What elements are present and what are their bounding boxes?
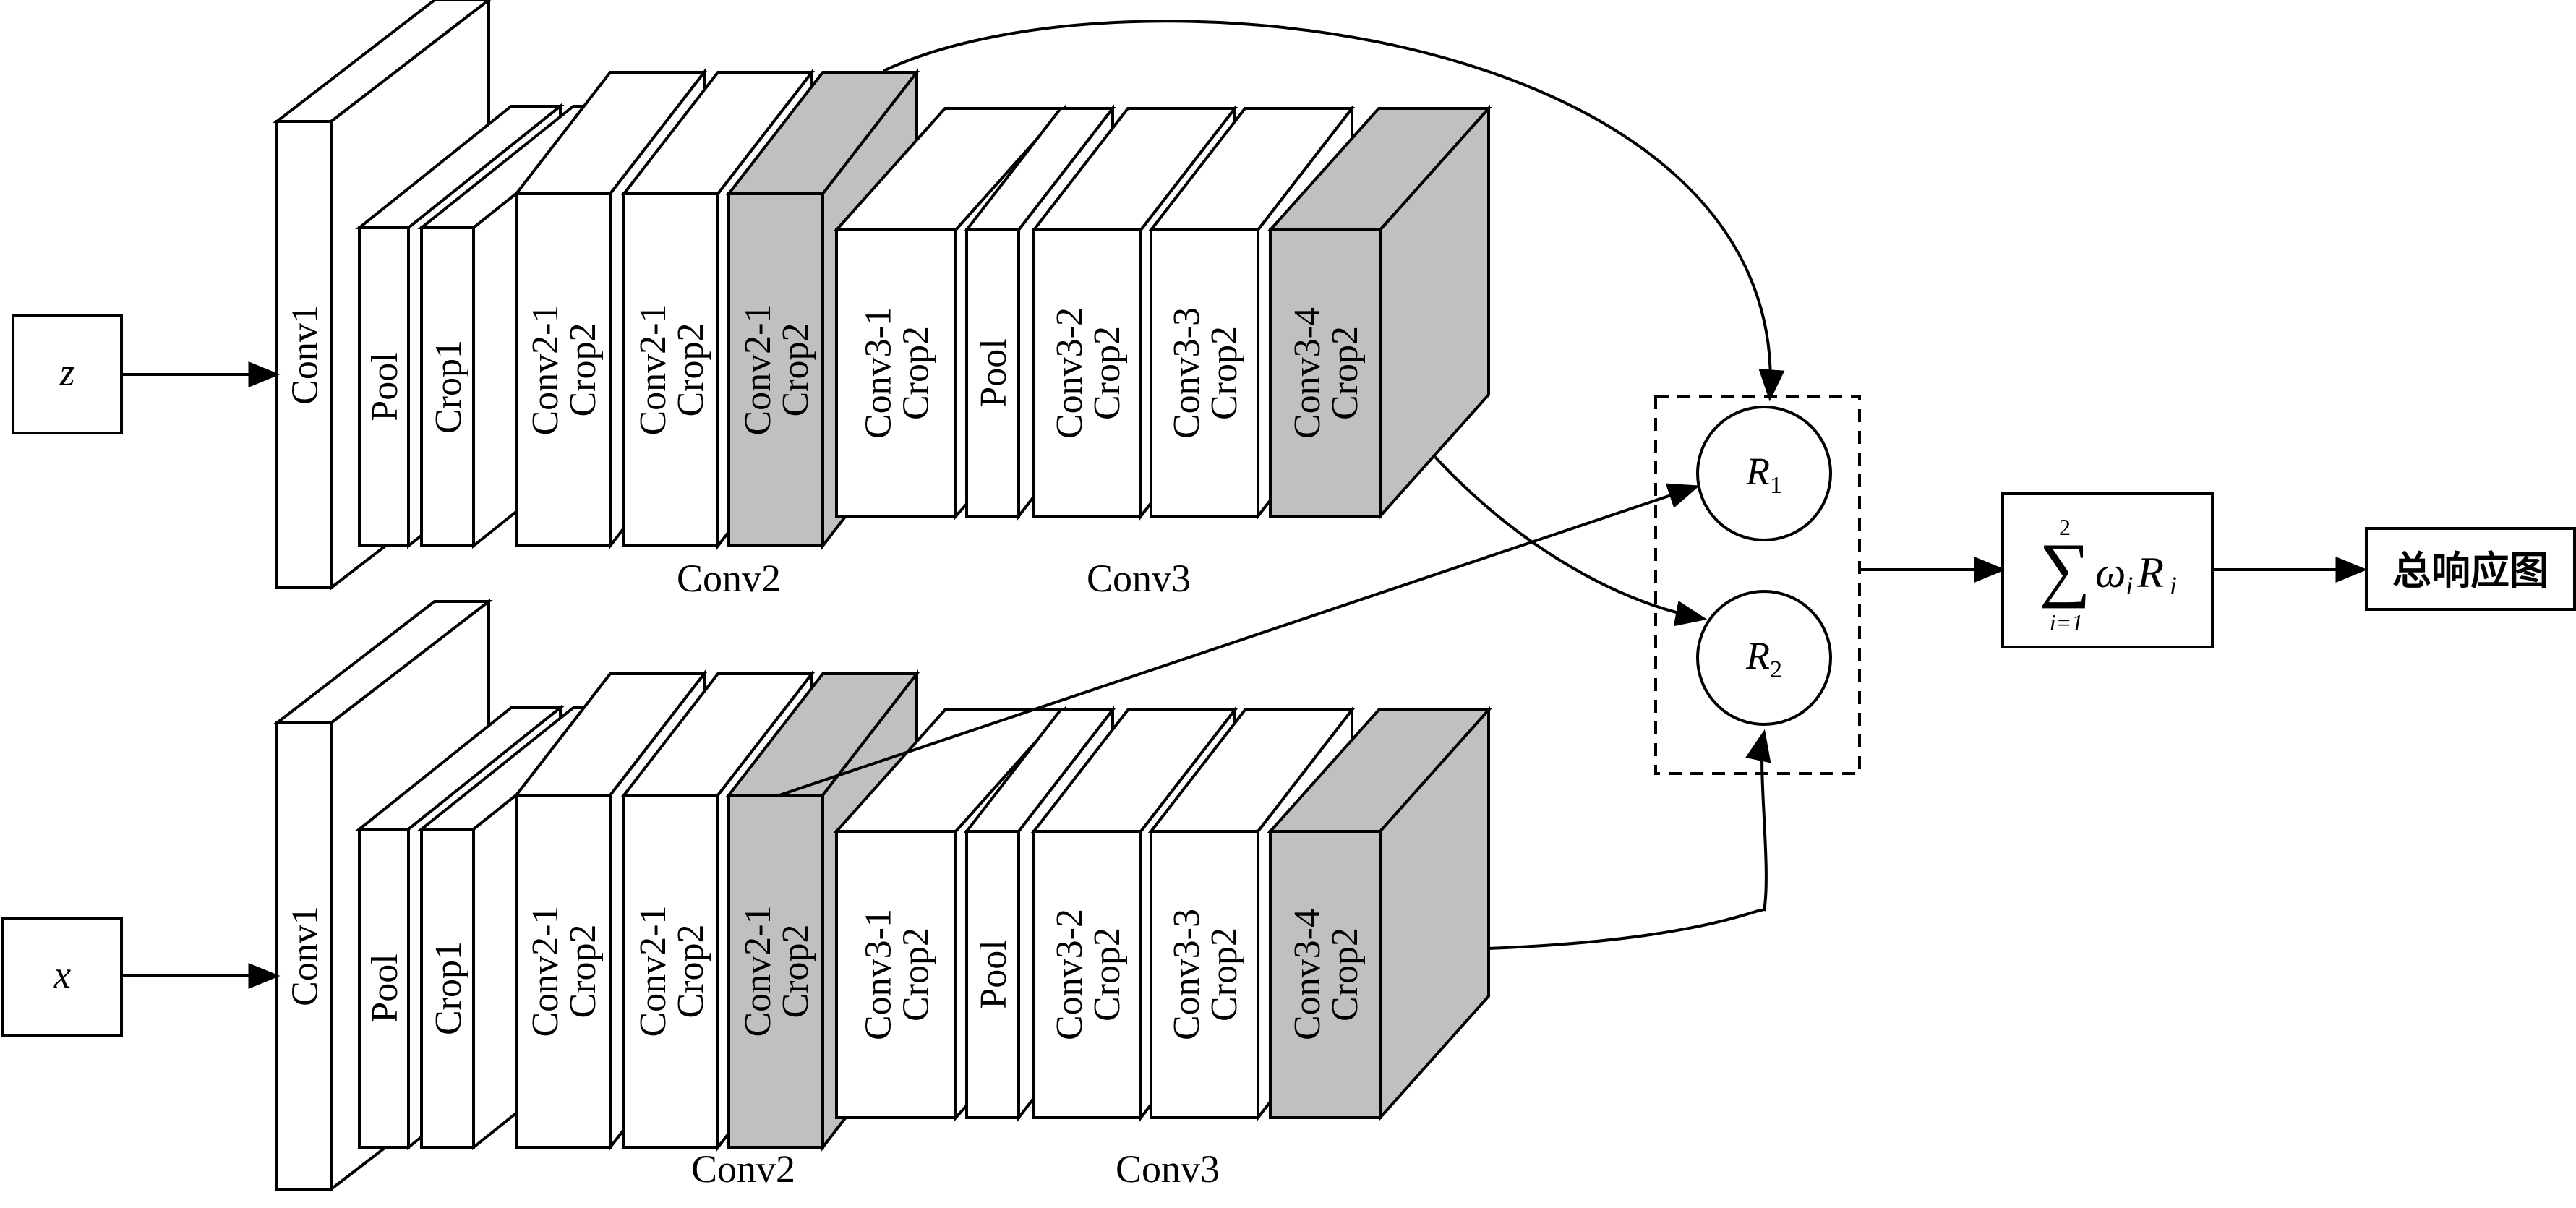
stage-label: Conv3 xyxy=(1087,557,1191,600)
svg-text:R1: R1 xyxy=(1745,450,1782,499)
layer-label: Conv1 xyxy=(285,906,326,1006)
layer-label-line: Conv1 xyxy=(285,906,326,1006)
layer-label: Conv2-1Crop2 xyxy=(525,304,604,436)
layer-label-line: Crop1 xyxy=(428,941,469,1035)
stage-label: Conv2 xyxy=(677,557,781,600)
output-box: 总响应图 xyxy=(2365,527,2576,611)
layer-label-line: Crop2 xyxy=(1325,928,1366,1021)
layer-label-line: Conv3-1 xyxy=(858,307,899,439)
layer-label: Conv2-1Crop2 xyxy=(633,906,711,1037)
layer-label-line: Conv3-4 xyxy=(1287,307,1328,439)
layer-label: Conv2-1Crop2 xyxy=(737,906,816,1037)
layer-label-line: Crop2 xyxy=(1087,928,1128,1021)
layer-label-line: Crop2 xyxy=(670,925,711,1019)
r1-subscript: 1 xyxy=(1770,472,1782,499)
layer-label: Conv3-2Crop2 xyxy=(1049,909,1128,1040)
response-r1: R1 xyxy=(1696,406,1832,541)
layer-label-line: Crop2 xyxy=(1204,928,1245,1021)
layer-label: Conv3-4Crop2 xyxy=(1287,909,1366,1040)
r2-symbol: R xyxy=(1745,634,1770,677)
layer-label: Conv2-1Crop2 xyxy=(633,304,711,436)
stage-label: Conv3 xyxy=(1116,1147,1220,1191)
layer-label-line: Conv2-1 xyxy=(525,304,566,436)
layer-label-line: Conv2-1 xyxy=(633,304,674,436)
layer-label-line: Conv2-1 xyxy=(737,906,779,1037)
layer-label-line: Conv1 xyxy=(285,304,326,405)
layer-label-line: Pool xyxy=(364,352,406,421)
layer-label-line: Crop2 xyxy=(1204,326,1245,420)
layer-label: Pool xyxy=(973,338,1014,407)
layer-label-line: Conv3-4 xyxy=(1287,909,1328,1040)
layer-label: Conv3-2Crop2 xyxy=(1049,307,1128,439)
wire-bottom-conv2-to-r1 xyxy=(779,483,1700,797)
layer-label-line: Crop1 xyxy=(428,340,469,434)
layer-label-line: Crop2 xyxy=(670,323,711,417)
wire-bottom-conv3-to-r2 xyxy=(1487,729,1771,950)
layer-label-line: Conv3-1 xyxy=(858,909,899,1040)
layer-label: Conv3-3Crop2 xyxy=(1166,307,1245,439)
layer-label-line: Conv3-2 xyxy=(1049,307,1090,439)
wire-top-conv3-to-r2 xyxy=(1434,455,1708,627)
input-x-label: x xyxy=(53,953,71,996)
layer-label-line: Crop2 xyxy=(562,323,604,417)
layer-label: Crop1 xyxy=(428,340,469,434)
layer-label-line: Crop2 xyxy=(562,925,604,1019)
layer-label: Conv3-4Crop2 xyxy=(1287,307,1366,439)
layer-label-line: Conv2-1 xyxy=(525,906,566,1037)
layer-label-line: Pool xyxy=(973,338,1014,407)
r1-symbol: R xyxy=(1745,450,1770,493)
layer-label: Conv2-1Crop2 xyxy=(525,906,604,1037)
layer-block: Conv3-2Crop2 xyxy=(1030,706,1238,1122)
layer-label: Conv2-1Crop2 xyxy=(737,304,816,436)
svg-text:R2: R2 xyxy=(1745,634,1782,683)
layer-label: Conv3-3Crop2 xyxy=(1166,909,1245,1040)
layer-label-line: Crop2 xyxy=(896,326,937,420)
layer-label-line: Conv3-3 xyxy=(1166,909,1207,1040)
layer-label-line: Conv2-1 xyxy=(737,304,779,436)
fusion-term-sub: i xyxy=(2170,571,2177,600)
output-label: 总响应图 xyxy=(2392,548,2549,594)
layer-label: Conv1 xyxy=(285,304,326,405)
fusion-lower-limit: i=1 xyxy=(2050,609,2083,635)
stage-label: Conv2 xyxy=(691,1147,795,1191)
fusion-weight: ω xyxy=(2095,549,2126,596)
layer-label: Conv3-1Crop2 xyxy=(858,909,937,1040)
layer-label: Crop1 xyxy=(428,941,469,1035)
layer-label-line: Conv3-2 xyxy=(1049,909,1090,1040)
layer-label: Pool xyxy=(973,940,1014,1008)
response-r2: R2 xyxy=(1696,590,1832,726)
response-group xyxy=(1654,395,1861,775)
fusion-sum-symbol: ∑ xyxy=(2039,528,2090,609)
layer-label: Pool xyxy=(364,352,406,421)
input-z: z xyxy=(12,314,123,434)
layer-label-line: Pool xyxy=(973,940,1014,1008)
input-z-label: z xyxy=(59,351,74,394)
layer-label-line: Crop2 xyxy=(775,323,816,417)
layer-block: Conv3-4Crop2 xyxy=(1267,104,1492,521)
layer-label-line: Crop2 xyxy=(896,928,937,1021)
layer-label-line: Conv3-3 xyxy=(1166,307,1207,439)
input-x: x xyxy=(1,917,123,1037)
wire-top-conv2-to-r1 xyxy=(883,20,1785,402)
layer-block: Conv3-4Crop2 xyxy=(1267,706,1492,1122)
layer-label-line: Crop2 xyxy=(775,925,816,1019)
fusion-weight-sub: i xyxy=(2126,571,2133,600)
layer-label-line: Conv2-1 xyxy=(633,906,674,1037)
layer-label: Pool xyxy=(364,954,406,1022)
fusion-term: R xyxy=(2136,549,2164,596)
fusion-upper-limit: 2 xyxy=(2059,514,2071,540)
r2-subscript: 2 xyxy=(1770,656,1782,683)
layer-label: Conv3-1Crop2 xyxy=(858,307,937,439)
layer-label-line: Crop2 xyxy=(1087,326,1128,420)
layer-label-line: Crop2 xyxy=(1325,326,1366,420)
layer-label-line: Pool xyxy=(364,954,406,1022)
